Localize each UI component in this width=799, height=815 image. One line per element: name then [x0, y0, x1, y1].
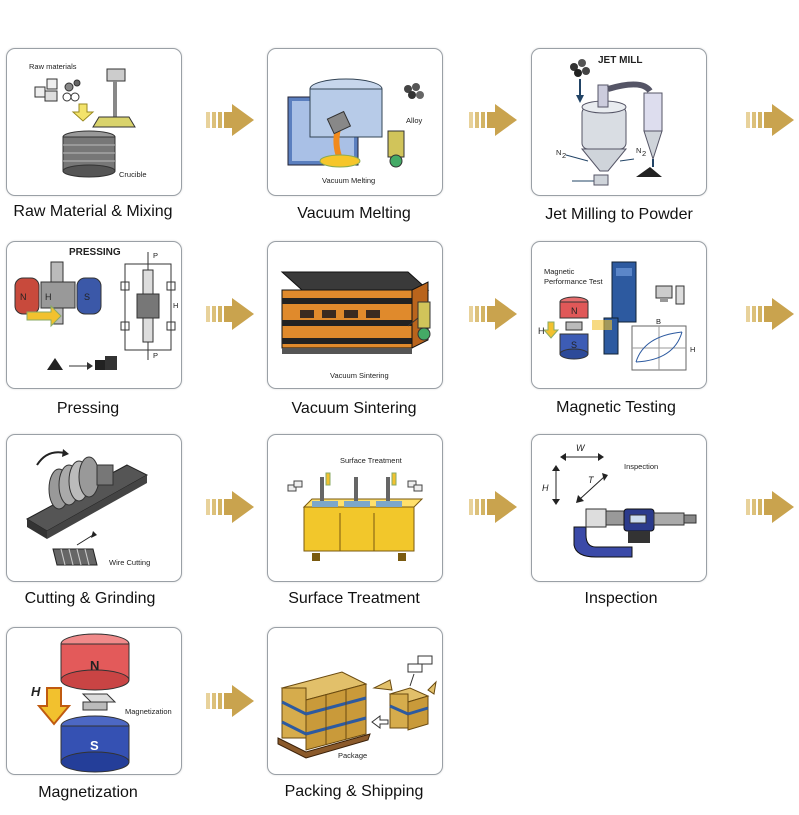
label-surface-treatment: Surface Treatment [340, 456, 403, 465]
label-wire-cutting: Wire Cutting [109, 558, 150, 567]
vacuum-melting-illustration: Alloy Vacuum Melting [287, 78, 424, 185]
step-card-packing: Package [267, 627, 443, 775]
flow-arrow-3 [746, 104, 794, 136]
step-caption-magnetization: Magnetization [38, 784, 138, 801]
label-field-h-left: H [45, 292, 52, 302]
vacuum-sintering-illustration: Vacuum Sintering [280, 271, 431, 380]
label-vacuum-melting: Vacuum Melting [322, 176, 375, 185]
jet-mill-illustration: JET MILL N 2 N 2 [556, 55, 663, 186]
label-jet-mill: JET MILL [598, 55, 642, 66]
step-caption-cutting-grinding: Cutting & Grinding [24, 590, 156, 607]
step-caption-jet-milling: Jet Milling to Powder [545, 206, 693, 223]
label-pole-n: N [20, 292, 27, 302]
label-magnetize-field-h: H [31, 684, 41, 699]
step-card-jet-milling: JET MILL N 2 N 2 [531, 48, 707, 196]
step-caption-pressing: Pressing [56, 400, 120, 417]
label-n2-left: N [556, 148, 561, 157]
label-n2-right-sub: 2 [642, 149, 646, 158]
label-h-axis: H [690, 345, 695, 354]
label-n2-left-sub: 2 [562, 151, 566, 160]
step-card-raw-material: Raw materials Crucible [6, 48, 182, 196]
label-pressure-bottom: P [153, 351, 158, 360]
label-pole-s: S [84, 292, 90, 302]
label-pressing: PRESSING [69, 247, 121, 258]
flow-arrow-8 [469, 491, 517, 523]
cutting-grinding-illustration: Wire Cutting [25, 449, 150, 567]
flow-arrow-6 [746, 298, 794, 330]
step-caption-packing-shipping: Packing & Shipping [284, 783, 424, 800]
flow-arrow-7 [206, 491, 254, 523]
label-test-pole-n: N [571, 306, 578, 316]
step-card-vacuum-sintering: Vacuum Sintering [267, 241, 443, 389]
inspection-illustration: W H T Inspection [542, 443, 697, 558]
flow-arrow-4 [206, 298, 254, 330]
flow-arrow-10 [206, 685, 254, 717]
label-field-h-right: H [173, 301, 178, 310]
label-alloy: Alloy [406, 116, 423, 125]
step-caption-magnetic-testing: Magnetic Testing [556, 399, 676, 416]
flow-arrow-5 [469, 298, 517, 330]
label-vacuum-sintering: Vacuum Sintering [330, 371, 389, 380]
label-crucible: Crucible [119, 170, 147, 179]
label-package: Package [338, 751, 367, 760]
label-raw-materials: Raw materials [29, 62, 77, 71]
step-caption-inspection: Inspection [584, 590, 658, 607]
label-magnet-n: N [90, 658, 99, 673]
raw-material-illustration: Raw materials Crucible [29, 62, 147, 179]
label-performance-test: Performance Test [544, 277, 604, 286]
step-card-cutting-grinding: Wire Cutting [6, 434, 182, 582]
flow-arrow-9 [746, 491, 794, 523]
label-test-pole-s: S [571, 340, 577, 350]
pressing-illustration: PRESSING N H S P P H [14, 247, 178, 370]
surface-treatment-illustration: Surface Treatment [287, 456, 424, 561]
step-card-vacuum-melting: Alloy Vacuum Melting [267, 48, 443, 196]
label-magnetization: Magnetization [125, 707, 172, 716]
label-width-w: W [576, 443, 586, 453]
step-card-pressing: PRESSING N H S P P H [6, 241, 182, 389]
label-pressure-top: P [153, 251, 158, 260]
label-n2-right: N [636, 146, 641, 155]
flow-arrow-2 [469, 104, 517, 136]
label-magnetic: Magnetic [544, 267, 575, 276]
step-caption-raw-material: Raw Material & Mixing [13, 203, 173, 220]
label-thickness-t: T [588, 475, 595, 485]
magnetization-illustration: N S H Magnetization [31, 633, 172, 773]
label-inspection: Inspection [624, 462, 658, 471]
step-caption-surface-treatment: Surface Treatment [288, 590, 420, 607]
step-card-inspection: W H T Inspection [531, 434, 707, 582]
step-card-surface-treatment: Surface Treatment [267, 434, 443, 582]
label-b-axis: B [656, 317, 661, 326]
label-height-h: H [542, 483, 549, 493]
step-card-magnetization: N S H Magnetization [6, 627, 182, 775]
magnetic-testing-illustration: Magnetic Performance Test N S H B H [538, 261, 695, 371]
step-card-magnetic-testing: Magnetic Performance Test N S H B H [531, 241, 707, 389]
packing-illustration: Package [277, 655, 437, 760]
label-magnet-s: S [90, 738, 99, 753]
label-test-field-h: H [538, 326, 545, 336]
step-caption-vacuum-melting: Vacuum Melting [297, 205, 411, 222]
step-caption-vacuum-sintering: Vacuum Sintering [291, 400, 417, 417]
flow-arrow-1 [206, 104, 254, 136]
